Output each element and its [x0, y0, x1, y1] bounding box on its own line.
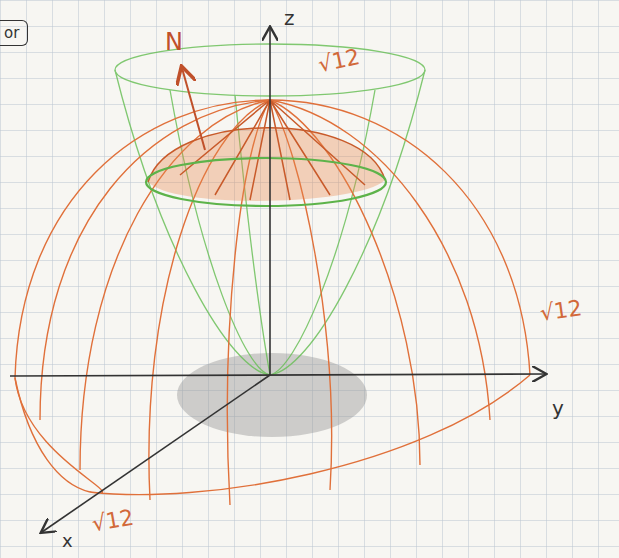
normal-vector	[182, 68, 205, 150]
axes	[10, 28, 545, 532]
cap	[146, 100, 386, 206]
note-text: or	[0, 21, 27, 45]
axis-label: z	[284, 8, 295, 28]
boxed-note: or	[0, 20, 28, 46]
radius-label: √12	[539, 297, 584, 325]
projection-region	[177, 353, 367, 437]
axis-label: y	[552, 398, 564, 418]
hemisphere	[15, 100, 530, 505]
axis-label: x	[62, 532, 73, 550]
vector-label: N	[165, 30, 183, 54]
